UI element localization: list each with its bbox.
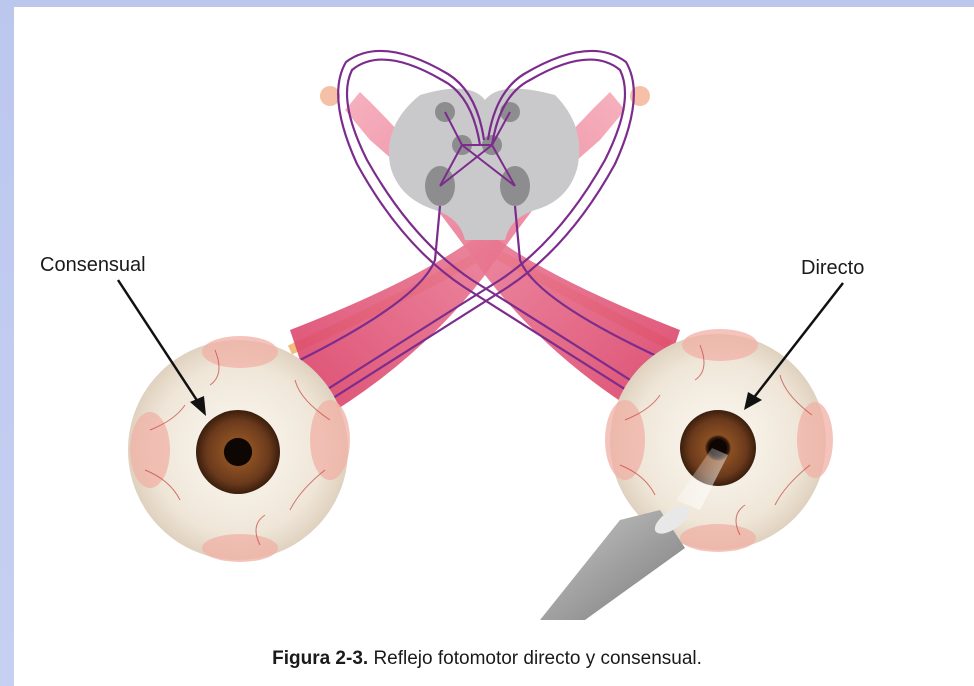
caption-text: Reflejo fotomotor directo y consensual. (368, 648, 702, 669)
midbrain (389, 89, 579, 240)
consensual-label: Consensual (40, 254, 146, 277)
directo-label: Directo (801, 257, 864, 280)
left-pupil (224, 438, 252, 466)
figure-number: Figura 2-3. (272, 648, 368, 669)
figure-caption: Figura 2-3. Reflejo fotomotor directo y … (0, 648, 974, 670)
